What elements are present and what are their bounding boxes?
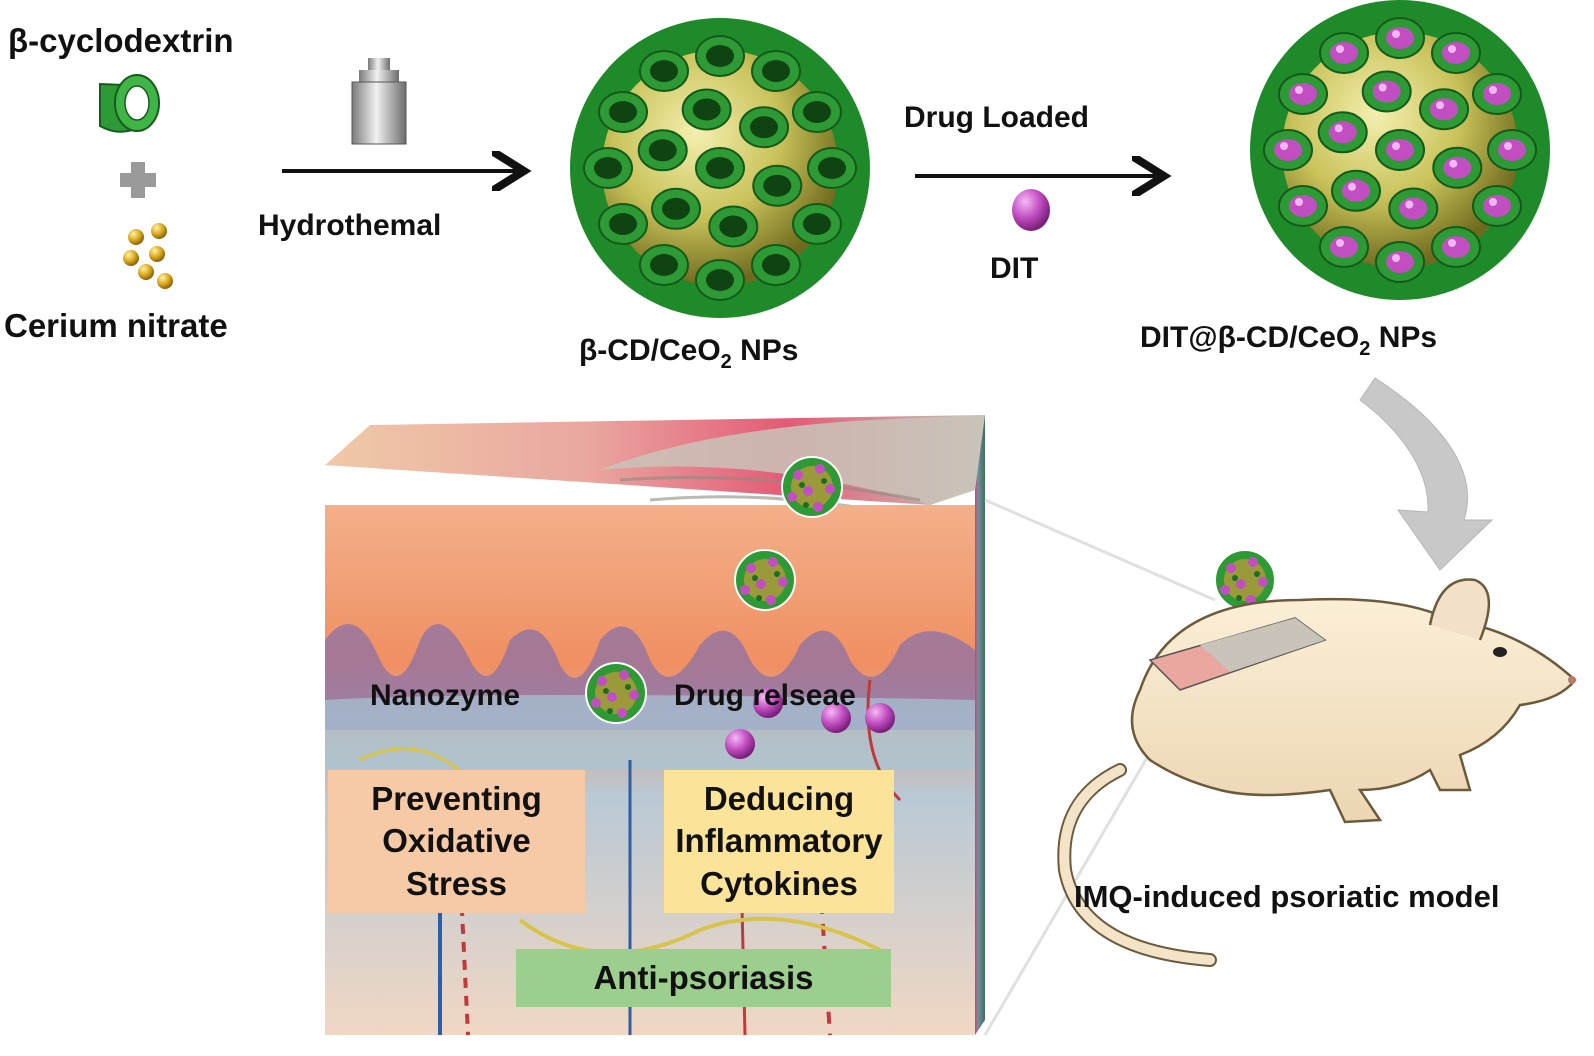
cd-ceo2-nanoparticle (570, 18, 870, 318)
cerium-nitrate-label: Cerium nitrate (4, 307, 228, 344)
cyclodextrin-cup-icon (751, 244, 801, 286)
model-label: IMQ-induced psoriatic model (1074, 879, 1499, 914)
oxidative-line-1: Preventing (371, 780, 542, 818)
cyclodextrin-cup-icon (651, 187, 701, 230)
cerium-nitrate-beads-icon (123, 223, 173, 289)
anti-psoriasis-box (516, 949, 891, 1007)
cyclodextrin-cup-icon (99, 74, 160, 133)
oxidative-stress-box (328, 770, 585, 913)
cyclodextrin-cup-icon (695, 259, 745, 301)
drug-loaded-label: Drug Loaded (904, 101, 1089, 134)
nanoparticle-label-subscript: 2 (721, 351, 732, 373)
inflammatory-line-3: Cytokines (700, 864, 858, 902)
dit-loaded-nanoparticle (1250, 0, 1550, 300)
cyclodextrin-cup-icon (1431, 32, 1481, 74)
loaded-nanoparticle-label-main: DIT@β-CD/CeO (1140, 321, 1359, 354)
cyclodextrin-cup-icon (1331, 169, 1381, 212)
cyclodextrin-cup-icon (1419, 88, 1469, 131)
hydrothermal-weight-icon (351, 58, 407, 145)
cyclodextrin-cup-icon (1319, 32, 1369, 74)
cyclodextrin-cup-icon (1487, 129, 1537, 171)
nanoparticle-label-main: β-CD/CeO (579, 334, 721, 367)
hydrothermal-label: Hydrothemal (258, 209, 441, 242)
oxidative-line-2: Oxidative (382, 822, 531, 860)
inflammatory-lines: Deducing Inflammatory Cytokines (675, 778, 882, 905)
cyclodextrin-cup-icon (792, 203, 842, 245)
cyclodextrin-cup-icon (637, 129, 688, 172)
nanoparticle-label: β-CD/CeO2 NPs (579, 334, 798, 373)
cyclodextrin-cup-icon (695, 35, 745, 77)
cyclodextrin-cup-icon (598, 203, 648, 245)
oxidative-stress-lines: Preventing Oxidative Stress (371, 778, 542, 905)
cyclodextrin-cup-icon (1263, 129, 1313, 171)
anti-psoriasis-text: Anti-psoriasis (516, 949, 891, 1007)
nanoparticle-label-suffix: NPs (732, 334, 799, 367)
cyclodextrin-cup-icon (739, 106, 789, 149)
projection-line-top (984, 498, 1216, 602)
anti-psoriasis-label: Anti-psoriasis (593, 958, 814, 996)
cyclodextrin-cup-icon (1388, 187, 1439, 230)
cyclodextrin-cup-icon (639, 50, 689, 92)
cyclodextrin-cup-icon (1375, 129, 1425, 171)
cyclodextrin-cup-icon (807, 147, 857, 189)
cyclodextrin-cup-icon (1361, 70, 1412, 113)
cyclodextrin-cup-icon (1375, 241, 1425, 283)
cyclodextrin-cup-icon (1375, 17, 1425, 59)
skin-nanoparticle-icon (781, 456, 843, 518)
cyclodextrin-cup-icon (1319, 226, 1369, 268)
cyclodextrin-cup-icon (752, 164, 803, 207)
oxidative-stress-text: Preventing Oxidative Stress (328, 770, 585, 913)
loaded-nanoparticle-label-suffix: NPs (1370, 321, 1437, 354)
dit-label: DIT (990, 252, 1038, 285)
plus-icon (120, 162, 156, 198)
skin-nanoparticle-icon (734, 549, 796, 611)
dit-drug-icon (1012, 189, 1050, 231)
drug-release-label: Drug relseae (674, 679, 856, 712)
oxidative-line-3: Stress (406, 864, 507, 902)
mouse-icon (1057, 578, 1577, 967)
cyclodextrin-cup-icon (1432, 146, 1483, 189)
inflammatory-cytokines-box (664, 770, 894, 913)
nanozyme-label: Nanozyme (370, 679, 520, 712)
cyclodextrin-cup-icon (1317, 111, 1368, 154)
cyclodextrin-cup-icon (792, 91, 842, 133)
skin-nanoparticle-icon (585, 662, 647, 724)
cyclodextrin-cup-icon (681, 88, 732, 131)
cyclodextrin-cup-icon (751, 50, 801, 92)
cyclodextrin-cup-icon (708, 205, 759, 248)
inflammatory-line-1: Deducing (703, 780, 855, 818)
cyclodextrin-cup-icon (1472, 185, 1522, 227)
cyclodextrin-cup-icon (1431, 226, 1481, 268)
loaded-nanoparticle-label-subscript: 2 (1359, 338, 1370, 360)
inflammatory-cytokines-text: Deducing Inflammatory Cytokines (664, 770, 894, 913)
loaded-nanoparticle-label: DIT@β-CD/CeO2 NPs (1140, 321, 1437, 360)
curved-arrow-icon (1359, 377, 1494, 571)
cyclodextrin-cup-icon (695, 147, 745, 189)
inflammatory-line-2: Inflammatory (675, 822, 883, 860)
cyclodextrin-cup-icon (598, 91, 648, 133)
cyclodextrin-cup-icon (1278, 185, 1328, 227)
released-drug-beads (725, 688, 895, 759)
cyclodextrin-label: β-cyclodextrin (8, 22, 234, 59)
cyclodextrin-cup-icon (583, 147, 633, 189)
cyclodextrin-cup-icon (639, 244, 689, 286)
cyclodextrin-cup-icon (1278, 73, 1328, 115)
cyclodextrin-cup-icon (1472, 73, 1522, 115)
